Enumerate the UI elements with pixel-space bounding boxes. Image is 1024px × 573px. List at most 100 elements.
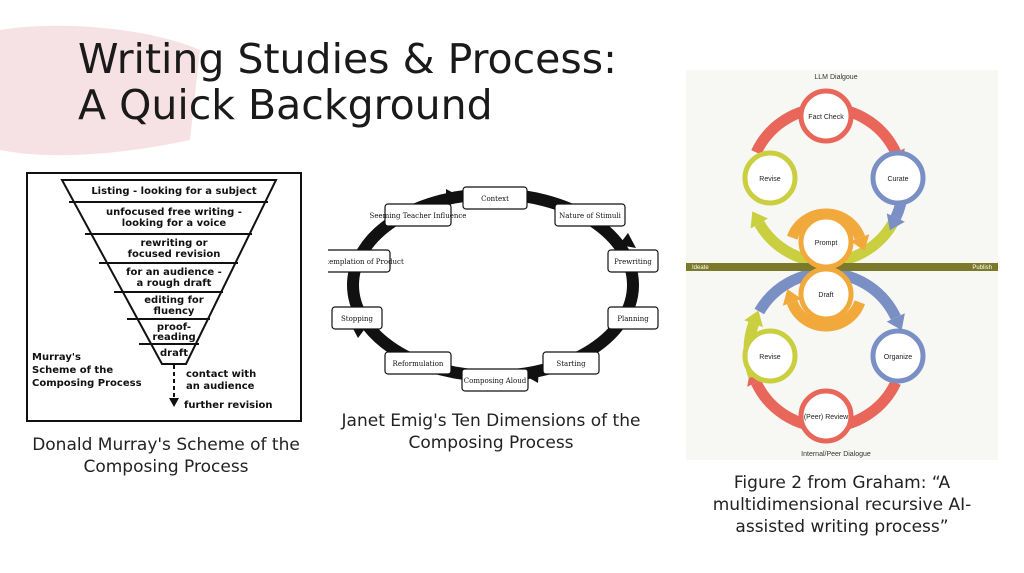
emig-node-label: Context: [481, 195, 509, 203]
emig-node-label: Composing Aloud: [464, 377, 527, 385]
emig-node-box: [328, 249, 391, 273]
graham-axis-left: Ideate: [692, 265, 709, 271]
murray-level-text: for an audience -: [126, 267, 222, 278]
graham-inner-orange-arc-arrowhead: [850, 234, 870, 251]
emig-node-label: Nature of Stimuli: [559, 212, 622, 220]
murray-side-label-line: Murray's: [32, 352, 81, 363]
emig-node-label: Seeming Teacher Influence: [370, 212, 467, 220]
murray-level-text: reading: [152, 332, 195, 343]
graham-node-label: Organize: [884, 354, 913, 361]
graham-bottom-blue-arc-arrowhead: [886, 313, 905, 331]
emig-node: Planning: [607, 306, 659, 330]
graham-node-revise-bottom: Revise: [742, 328, 798, 384]
murray-levels: Listing - looking for a subjectunfocused…: [91, 186, 257, 359]
graham-node-revise-top: Revise: [742, 150, 798, 206]
graham-node-label: Fact Check: [808, 114, 844, 121]
murray-contact-label: contact with an audience: [186, 369, 256, 392]
graham-node-draft: Draft: [798, 266, 854, 322]
title-line-2: A Quick Background: [78, 81, 493, 129]
murray-level-text: rewriting or: [140, 238, 207, 249]
murray-caption-line: Donald Murray's Scheme of the: [32, 435, 300, 455]
emig-node: Starting: [542, 351, 600, 375]
emig-node-box: [384, 351, 452, 375]
graham-inner-orange-arc: [787, 300, 865, 332]
emig-node-label: Prewriting: [614, 258, 652, 266]
murray-frame: [26, 172, 302, 422]
graham-caption-line: multidimensional recursive AI-: [712, 495, 972, 515]
graham-top-blue-arc-arrowhead: [886, 213, 905, 231]
murray-funnel: [60, 179, 278, 365]
slide-title: Writing Studies & Process: A Quick Backg…: [78, 36, 617, 128]
graham-node-label: Revise: [759, 176, 781, 183]
emig-node: Prewriting: [607, 249, 659, 273]
murray-level-text: fluency: [154, 306, 195, 317]
graham-node-circle: [742, 150, 798, 206]
graham-caption-line: Figure 2 from Graham: “A: [733, 473, 951, 493]
graham-node-circle: [870, 150, 926, 206]
graham-node-label: Draft: [818, 292, 833, 299]
emig-node-label: Reformulation: [393, 360, 444, 368]
emig-cycle-arrow: [619, 233, 636, 248]
graham-node-curate: Curate: [870, 150, 926, 206]
graham-axis-bar: [686, 263, 998, 271]
emig-node: Nature of Stimuli: [554, 203, 626, 227]
graham-inner-orange-arc: [787, 208, 865, 240]
title-line-1: Writing Studies & Process:: [78, 35, 617, 83]
decorative-pink-swoosh: [0, 25, 200, 156]
graham-node-circle: [742, 328, 798, 384]
emig-caption-line: Janet Emig's Ten Dimensions of the: [341, 411, 641, 431]
emig-node: Context: [462, 186, 528, 210]
murray-level-text: draft: [160, 348, 188, 359]
emig-node-box: [542, 351, 600, 375]
graham-node-circle: [798, 266, 854, 322]
emig-node-label: Planning: [617, 315, 649, 323]
emig-node: Seeming Teacher Influence: [370, 203, 467, 227]
emig-node: Composing Aloud: [461, 368, 529, 392]
graham-node-circle: [870, 328, 926, 384]
graham-node-label: Revise: [759, 354, 781, 361]
emig-node: Reformulation: [384, 351, 452, 375]
emig-node-box: [384, 203, 452, 227]
murray-side-label-line: Composing Process: [32, 378, 142, 389]
graham-node-fact-check: Fact Check: [798, 88, 854, 144]
murray-level-text: looking for a voice: [122, 218, 227, 229]
graham-inner-orange-arc-arrowhead: [782, 289, 802, 306]
murray-side-label: Murray's Scheme of the Composing Process: [32, 352, 142, 389]
emig-node-box: [554, 203, 626, 227]
emig-node: Contemplation of Product: [328, 249, 404, 273]
graham-node-organize: Organize: [870, 328, 926, 384]
murray-scheme-diagram: Listing - looking for a subjectunfocused…: [26, 172, 302, 422]
emig-node-box: [607, 249, 659, 273]
graham-recursive-process-diagram: LLM Dialgoue Internal/Peer Dialogue Idea…: [686, 70, 998, 460]
murray-level-text: a rough draft: [137, 278, 212, 289]
murray-dividers: [69, 201, 268, 345]
emig-node-box: [607, 306, 659, 330]
emig-node-box: [461, 368, 529, 392]
emig-node-label: Contemplation of Product: [328, 258, 404, 266]
murray-arrowhead: [169, 398, 179, 407]
emig-node: Stopping: [331, 306, 383, 330]
emig-node-box: [462, 186, 528, 210]
graham-node-circle: [798, 388, 854, 444]
graham-bottom-label: Internal/Peer Dialogue: [801, 451, 871, 458]
murray-contact-line: an audience: [186, 381, 255, 392]
murray-further-revision: further revision: [184, 400, 273, 411]
emig-node-label: Starting: [556, 360, 586, 368]
graham-node-label: (Peer) Review: [804, 414, 849, 421]
murray-level-text: focused revision: [128, 249, 221, 260]
murray-contact-line: contact with: [186, 369, 256, 380]
graham-node-label: Prompt: [815, 240, 838, 247]
graham-node-circle: [798, 88, 854, 144]
emig-caption-line: Composing Process: [408, 433, 574, 453]
emig-node-label: Stopping: [341, 315, 374, 323]
graham-top-yellow-arc-arrowhead: [750, 211, 768, 229]
graham-caption: Figure 2 from Graham: “A multidimensiona…: [692, 472, 992, 538]
graham-caption-line: assisted writing process”: [735, 517, 949, 537]
graham-top-label: LLM Dialgoue: [814, 74, 857, 81]
emig-node-box: [331, 306, 383, 330]
emig-caption: Janet Emig's Ten Dimensions of the Compo…: [318, 410, 664, 454]
graham-node-peer-review: (Peer) Review: [798, 388, 854, 444]
murray-level-text: Listing - looking for a subject: [91, 186, 257, 197]
